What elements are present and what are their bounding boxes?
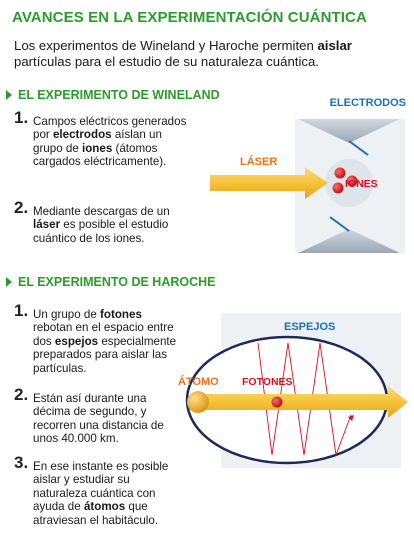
haroche-step-2-number: 2. — [14, 385, 29, 404]
section-triangle-icon — [6, 90, 12, 100]
haroche-step-1-text: Un grupo de fotones rebotan en el espaci… — [33, 308, 183, 375]
photons-label: FOTONES — [242, 376, 293, 388]
step-text: que atraviesan el habitáculo. — [33, 500, 159, 527]
electrodes-label: ELECTRODOS — [330, 97, 406, 109]
photon-path-arrowhead-icon — [348, 415, 354, 421]
intro-text: Los experimentos de Wineland y Haroche p… — [14, 38, 406, 70]
step-text: Mediante descargas de un — [33, 205, 170, 218]
wineland-diagram: ELECTRODOS LÁSER IONES — [210, 97, 406, 253]
step-text: Están así durante una décima de segundo,… — [33, 392, 164, 446]
step-bold: fotones — [100, 308, 142, 321]
ion — [334, 167, 346, 179]
top-electrode — [298, 119, 400, 143]
photon — [271, 396, 283, 408]
step-text: rebotan en el espacio entre dos — [33, 321, 174, 348]
wineland-step-1-text: Campos eléctricos generados por electrod… — [33, 115, 193, 169]
step-text: aíslan un grupo de — [33, 128, 162, 155]
mirrors-label: ESPEJOS — [284, 321, 335, 333]
top-electrode-edge — [348, 140, 369, 156]
bottom-electrode — [298, 229, 400, 253]
wineland-step-2-number: 2. — [14, 198, 29, 217]
step-text: Campos eléctricos generados por — [33, 115, 187, 142]
intro-bold-aislar: aislar — [317, 38, 352, 53]
step-text: es posible el estudio cuántico de los io… — [33, 218, 169, 245]
section-triangle-icon — [6, 277, 12, 287]
bottom-electrode-edge — [329, 216, 350, 232]
haroche-heading: EL EXPERIMENTO DE HAROCHE — [6, 275, 216, 289]
photon-path — [257, 342, 352, 456]
haroche-step-3-number: 3. — [14, 453, 29, 472]
step-bold: electrodos — [52, 128, 112, 142]
ion — [332, 182, 344, 194]
intro-text-a: Los experimentos de Wineland y Haroche p… — [14, 38, 318, 53]
page-title: AVANCES EN LA EXPERIMENTACIÓN CUÁNTICA — [12, 9, 367, 26]
haroche-diagram: ESPEJOS ÁTOMO FOTONES — [178, 313, 408, 468]
intro-text-c: partículas para el estudio de su natural… — [14, 54, 319, 69]
step-text: especialmente preparados para aislar las… — [33, 334, 177, 375]
wineland-step-1-number: 1. — [14, 108, 29, 127]
haroche-step-1-number: 1. — [14, 301, 29, 320]
step-bold: láser — [33, 218, 61, 232]
atom-beam-arrow — [196, 386, 408, 418]
step-text: Un grupo de — [33, 308, 101, 321]
laser-arrow — [210, 167, 328, 199]
step-text: (átomos cargados eléctricamente). — [33, 141, 167, 169]
haroche-heading-text: EL EXPERIMENTO DE HAROCHE — [18, 275, 216, 289]
wineland-heading: EL EXPERIMENTO DE WINELAND — [6, 88, 220, 102]
wineland-heading-text: EL EXPERIMENTO DE WINELAND — [18, 88, 220, 102]
step-bold: espejos — [54, 334, 99, 348]
ion — [346, 175, 358, 187]
step-bold: átomos — [83, 500, 126, 514]
atom — [187, 391, 209, 413]
step-bold: iones — [82, 141, 113, 155]
haroche-step-3-text: En ese instante es posible aislar y estu… — [33, 460, 185, 527]
wineland-step-2-text: Mediante descargas de un láser es posibl… — [33, 205, 191, 245]
atom-label: ÁTOMO — [178, 375, 219, 388]
laser-label: LÁSER — [240, 155, 277, 168]
haroche-step-2-text: Están así durante una décima de segundo,… — [33, 392, 168, 446]
step-text: En ese instante es posible aislar y estu… — [33, 460, 169, 514]
ions-label: IONES — [345, 178, 378, 190]
